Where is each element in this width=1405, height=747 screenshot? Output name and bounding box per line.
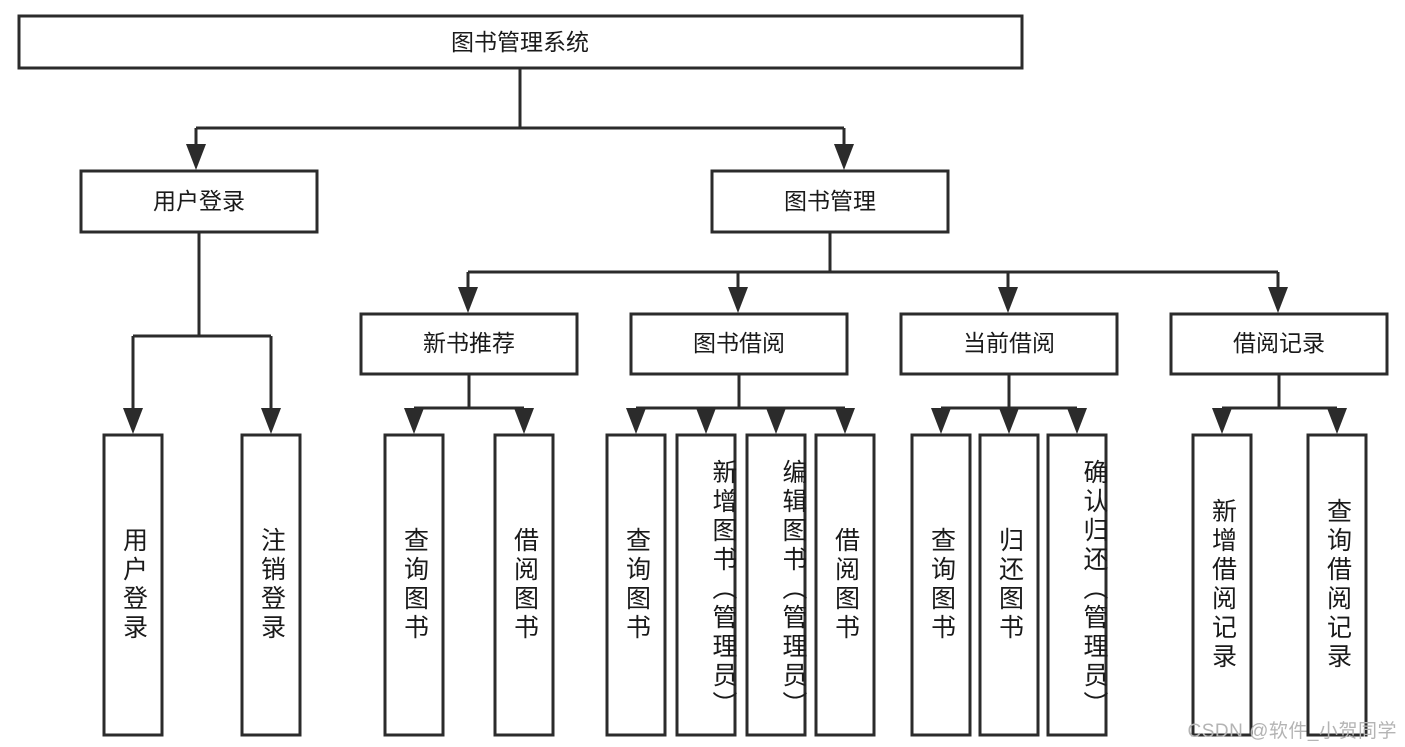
leaf-query-book-3-box[interactable]: [910, 433, 972, 737]
leaf-borrow-book-1-box[interactable]: [493, 433, 555, 737]
leaf-borrow-book-2-box[interactable]: [814, 433, 876, 737]
leaf-query-book-1-box[interactable]: [383, 433, 445, 737]
connector-bookborrow-to-leaves: [626, 374, 855, 434]
node-book-management-label: 图书管理: [784, 188, 876, 214]
node-new-book-recommend[interactable]: 新书推荐: [359, 312, 579, 376]
leaf-return-book-box[interactable]: [978, 433, 1040, 737]
node-borrow-record[interactable]: 借阅记录: [1169, 312, 1389, 376]
node-current-borrow[interactable]: 当前借阅: [899, 312, 1119, 376]
leaf-query-book-2-box[interactable]: [605, 433, 667, 737]
connector-bookmgmt-to-level3: [458, 232, 1288, 313]
connector-newbook-to-leaves: [404, 374, 534, 434]
connector-currentborrow-to-leaves: [931, 374, 1087, 434]
node-current-borrow-label: 当前借阅: [963, 330, 1055, 356]
leaf-user-login-box[interactable]: [102, 433, 164, 737]
node-new-book-recommend-label: 新书推荐: [423, 330, 515, 356]
connector-borrowrecord-to-leaves: [1212, 374, 1347, 434]
node-root-system-label: 图书管理系统: [451, 29, 589, 55]
node-borrow-record-label: 借阅记录: [1233, 330, 1325, 356]
node-book-management[interactable]: 图书管理: [710, 169, 950, 234]
leaf-edit-book-box[interactable]: [745, 433, 807, 737]
leaf-rects: [102, 433, 1368, 737]
node-book-borrow[interactable]: 图书借阅: [629, 312, 849, 376]
leaf-confirm-return-box[interactable]: [1046, 433, 1108, 737]
leaf-add-book-box[interactable]: [675, 433, 737, 737]
node-root-system[interactable]: 图书管理系统: [17, 14, 1024, 70]
node-user-login[interactable]: 用户登录: [79, 169, 319, 234]
node-user-login-label: 用户登录: [153, 188, 245, 214]
leaf-add-record-box[interactable]: [1191, 433, 1253, 737]
csdn-watermark: CSDN @软件_小贺同学: [1187, 721, 1397, 742]
connector-root-to-level2: [186, 68, 854, 170]
leaf-logout-login-box[interactable]: [240, 433, 302, 737]
connector-userlogin-to-leaves: [123, 232, 281, 434]
leaf-query-record-box[interactable]: [1306, 433, 1368, 737]
node-book-borrow-label: 图书借阅: [693, 330, 785, 356]
